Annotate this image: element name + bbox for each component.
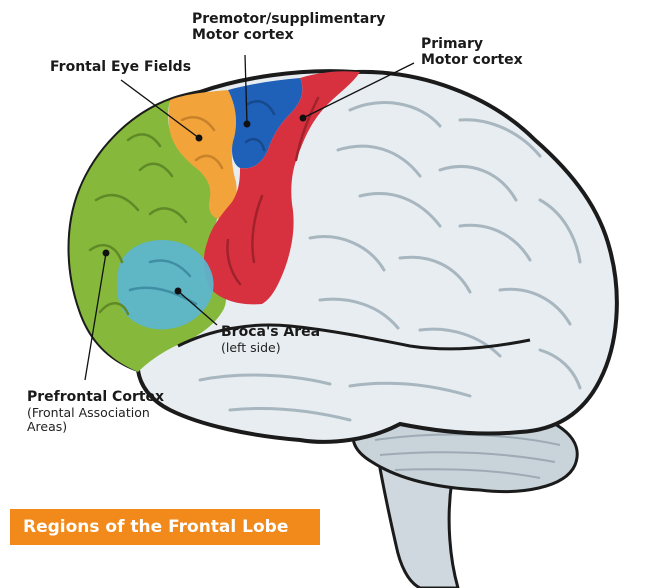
title-banner: Regions of the Frontal Lobe	[10, 509, 320, 545]
prefrontal-folds	[88, 133, 188, 316]
premotor-label-line2: Motor cortex	[192, 26, 294, 43]
primary-motor-label-line1: Primary	[421, 36, 484, 52]
frontal-eye-region	[168, 90, 237, 219]
motor-folds	[226, 96, 320, 286]
broca-label-line1: Broca's Area	[221, 324, 321, 340]
premotor-label-line1: Premotor/supplimentary	[192, 11, 386, 27]
frontal-eye-label-line1: Frontal Eye Fields	[50, 59, 192, 75]
frontal-eye-label: Frontal Eye Fields	[50, 59, 192, 76]
leader-lines	[84, 54, 415, 381]
primary-motor-region	[203, 71, 360, 305]
prefrontal-label-line3: Areas)	[27, 418, 68, 434]
prefrontal-label: Prefrontal Cortex (Frontal Association A…	[27, 389, 165, 434]
frontal-eye-folds	[180, 116, 224, 170]
primary-motor-label: Primary Motor cortex	[421, 36, 523, 68]
prefrontal-label-line2: (Frontal Association	[27, 404, 150, 420]
temporal-folds	[198, 373, 472, 422]
premotor-label: Premotor/supplimentary Motor cortex	[192, 11, 386, 43]
broca-region	[116, 240, 214, 330]
lateral-fissure	[177, 323, 531, 351]
diagram-title: Regions of the Frontal Lobe	[23, 517, 289, 537]
prefrontal-label-line1: Prefrontal Cortex	[27, 389, 165, 405]
primary-motor-label-line2: Motor cortex	[421, 51, 523, 68]
cortex-folds	[308, 101, 582, 390]
broca-label: Broca's Area (left side)	[221, 324, 321, 355]
broca-label-line2: (left side)	[221, 339, 281, 355]
premotor-folds	[244, 100, 276, 152]
